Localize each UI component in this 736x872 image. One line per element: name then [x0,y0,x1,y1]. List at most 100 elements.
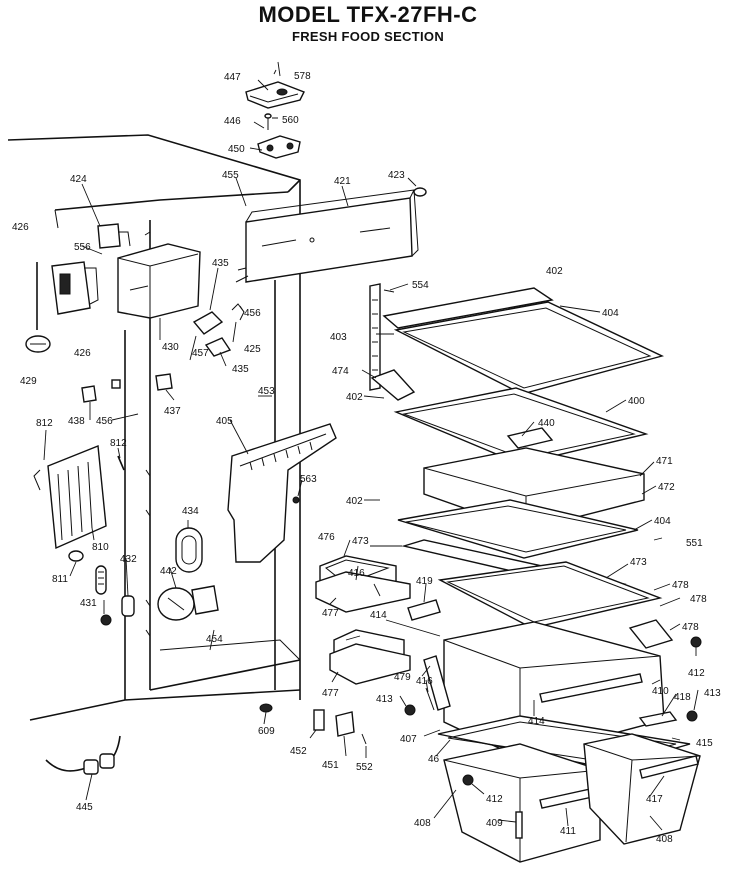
callout-405: 405 [216,416,233,427]
callout-437: 437 [164,406,181,417]
callout-413-right: 413 [704,688,721,699]
part-447-cover [245,81,305,109]
part-442-damper-motor [157,585,219,621]
callout-451: 451 [322,760,339,771]
callout-404-top: 404 [602,308,619,319]
callout-407: 407 [400,734,417,745]
callout-403: 403 [330,332,347,343]
callout-435-top: 435 [212,258,229,269]
part-446-cap [264,113,272,130]
part-426-light-assembly [51,261,99,315]
part-812-heater-cover [33,445,107,550]
part-452-bracket [313,709,325,731]
callout-414-top: 414 [370,610,387,621]
callout-812-left: 812 [36,418,53,429]
part-477-bin-upper [315,571,411,613]
callout-416-low: 416 [416,676,433,687]
callout-416-top: 416 [348,568,365,579]
part-423-knob [413,187,427,197]
callout-445: 445 [76,802,93,813]
callout-438: 438 [68,416,85,427]
part-425-wire [231,303,245,321]
callout-418: 418 [674,692,691,703]
callout-429: 429 [20,376,37,387]
callout-434: 434 [182,506,199,517]
callout-456-mid: 456 [96,416,113,427]
callout-425: 425 [244,344,261,355]
part-450-bracket [257,135,301,159]
callout-417: 417 [646,794,663,805]
callout-411: 411 [560,826,576,837]
callout-430: 430 [162,342,179,353]
part-429-bulb [25,335,51,353]
callout-810: 810 [92,542,109,553]
part-419-bracket [407,599,441,621]
part-811-thermostat [68,550,84,562]
part-432-plug [121,595,135,617]
callout-412-low: 412 [486,794,503,805]
callout-554: 554 [412,280,429,291]
callout-400: 400 [628,396,645,407]
part-405-air-duct [227,423,337,563]
callout-476: 476 [318,532,335,543]
callout-453: 453 [258,386,275,397]
callout-415: 415 [696,738,713,749]
model-title: MODEL TFX-27FH-C [258,2,478,27]
callout-478-top: 478 [672,580,689,591]
callout-410: 410 [652,686,669,697]
callout-473-top: 473 [352,536,369,547]
part-479-rail [423,655,451,711]
callout-471: 471 [656,456,673,467]
part-445-harness [45,735,121,775]
callout-432: 432 [120,554,137,565]
part-438-clip [81,385,97,403]
callout-423: 423 [388,170,405,181]
callout-454: 454 [206,634,223,645]
callout-402-low: 402 [346,496,363,507]
callout-408-left: 408 [414,818,431,829]
callout-452: 452 [290,746,307,757]
part-478-drawer-frame [437,561,674,649]
callout-442: 442 [160,566,177,577]
part-440-shelf-front [506,427,554,449]
callout-447: 447 [224,72,241,83]
callout-408-right: 408 [656,834,673,845]
part-609-screw [259,703,273,713]
part-421-control-housing [235,189,419,283]
callout-479: 479 [394,672,411,683]
callout-472: 472 [658,482,675,493]
part-416-rail [425,687,435,711]
callout-426-top: 426 [12,222,29,233]
callout-402-mid: 402 [346,392,363,403]
callout-563: 563 [300,474,317,485]
part-404-shelf-top [382,287,665,395]
part-400-shelf-mid [370,369,649,465]
callout-551: 551 [686,538,703,549]
callout-426-mid: 426 [74,348,91,359]
callout-552: 552 [356,762,373,773]
callout-811: 811 [52,574,68,585]
part-413-roller [404,704,698,722]
callout-450: 450 [228,144,245,155]
callout-413-left: 413 [376,694,393,705]
part-477-bin-lower [329,643,411,685]
callout-46: 46 [428,754,440,765]
part-552-screw [361,733,367,745]
part-434-gasket [175,527,203,573]
part-404-shelf-lower [397,499,639,559]
callout-478-low: 478 [682,622,699,633]
part-424-socket [97,223,131,249]
callout-556: 556 [74,242,91,253]
callout-474: 474 [332,366,349,377]
callout-812-right: 812 [110,438,127,449]
part-418-slide [638,711,678,727]
callout-402-top: 402 [546,266,563,277]
callout-409: 409 [486,818,503,829]
callout-421: 421 [334,176,351,187]
part-451-hinge [335,711,355,737]
part-437-clip [155,373,173,391]
screw-578 [277,61,281,77]
part-812-clip [117,455,125,471]
callout-412-right: 412 [688,668,705,679]
